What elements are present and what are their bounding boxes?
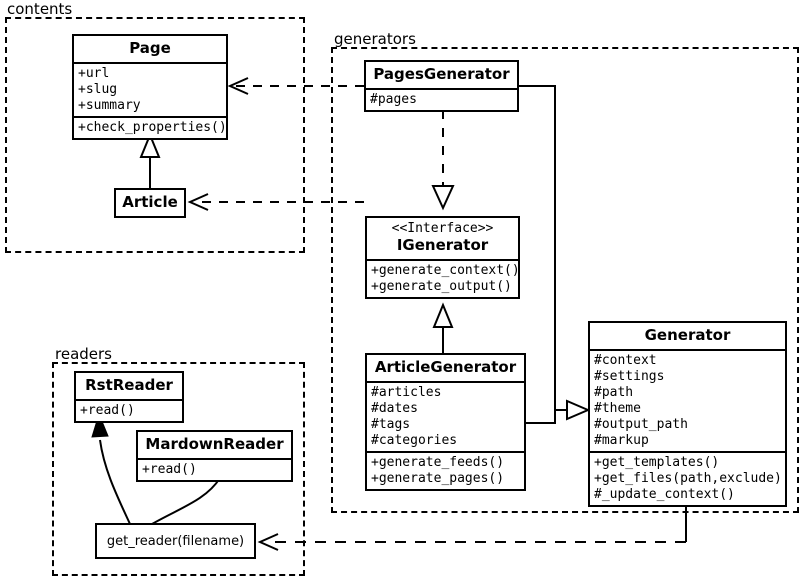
class-pages-generator-name: PagesGenerator — [373, 65, 510, 83]
package-contents — [5, 17, 305, 253]
package-readers-label: readers — [52, 346, 115, 362]
class-generator-methods: +get_templates() +get_files(path,exclude… — [590, 451, 785, 505]
attribute: #theme — [594, 401, 641, 416]
class-rst-reader-name: RstReader — [85, 376, 173, 394]
class-mardown-reader[interactable]: MardownReader +read() — [136, 430, 293, 482]
attribute: #path — [594, 385, 634, 400]
class-generator-name: Generator — [644, 326, 731, 344]
package-generators-label: generators — [331, 31, 419, 47]
method: +get_files(path,exclude) — [594, 471, 782, 486]
class-igenerator-methods: +generate_context() +generate_output() — [367, 259, 520, 297]
class-igenerator[interactable]: <<Interface>> IGenerator +generate_conte… — [365, 216, 520, 299]
class-mardown-reader-name: MardownReader — [145, 435, 284, 453]
attribute: +summary — [78, 98, 141, 113]
method: +check_properties() — [78, 120, 227, 135]
class-mardown-reader-methods: +read() — [138, 458, 291, 480]
attribute: #markup — [594, 433, 649, 448]
package-readers — [52, 362, 305, 576]
class-article-name: Article — [122, 193, 178, 211]
attribute: #context — [594, 353, 657, 368]
method: +generate_context() — [371, 263, 520, 278]
attribute: #categories — [371, 433, 458, 448]
class-article-generator-methods: +generate_feeds() +generate_pages() — [367, 451, 524, 489]
class-igenerator-stereotype: <<Interface>> — [391, 221, 494, 236]
function-get-reader[interactable]: get_reader(filename) — [95, 523, 256, 559]
class-rst-reader[interactable]: RstReader +read() — [74, 371, 184, 423]
class-pages-generator-attributes: #pages — [366, 88, 517, 110]
package-generators — [331, 47, 799, 513]
class-page-name: Page — [129, 39, 171, 57]
method: +read() — [80, 403, 135, 418]
class-page-attributes: +url +slug +summary — [74, 62, 226, 116]
method: +generate_output() — [371, 279, 512, 294]
class-article-generator[interactable]: ArticleGenerator #articles #dates #tags … — [365, 353, 526, 491]
method: +read() — [142, 462, 197, 477]
attribute: #settings — [594, 369, 665, 384]
class-pages-generator[interactable]: PagesGenerator #pages — [364, 60, 519, 112]
class-article-generator-attributes: #articles #dates #tags #categories — [367, 381, 524, 451]
attribute: +url — [78, 66, 110, 81]
class-generator[interactable]: Generator #context #settings #path #them… — [588, 321, 787, 507]
function-get-reader-label: get_reader(filename) — [106, 533, 245, 549]
method: #_update_context() — [594, 487, 735, 502]
class-rst-reader-methods: +read() — [76, 399, 182, 421]
attribute: #output_path — [594, 417, 688, 432]
method: +get_templates() — [594, 455, 720, 470]
class-generator-attributes: #context #settings #path #theme #output_… — [590, 349, 785, 451]
method: +generate_pages() — [371, 471, 505, 486]
attribute: #dates — [371, 401, 418, 416]
attribute: #pages — [370, 92, 417, 107]
method: +generate_feeds() — [371, 455, 505, 470]
attribute: #tags — [371, 417, 411, 432]
class-article-generator-name: ArticleGenerator — [374, 358, 517, 376]
class-article[interactable]: Article — [114, 188, 186, 218]
attribute: +slug — [78, 82, 118, 97]
class-page-methods: +check_properties() — [74, 116, 227, 138]
attribute: #articles — [371, 385, 442, 400]
package-contents-label: contents — [4, 1, 76, 17]
class-igenerator-name: IGenerator — [396, 236, 489, 254]
class-page[interactable]: Page +url +slug +summary +check_properti… — [72, 34, 228, 140]
